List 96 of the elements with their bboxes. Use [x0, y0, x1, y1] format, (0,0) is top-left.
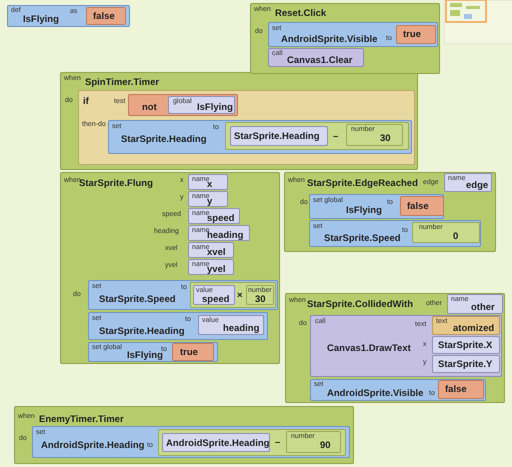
- call-block: [268, 48, 364, 67]
- block-name: StarSprite.Y: [438, 360, 492, 370]
- call-block: [310, 315, 502, 377]
- block-name: –: [275, 438, 280, 448]
- block-name: StarSprite.Speed: [99, 295, 176, 304]
- parameter-block: [188, 259, 234, 275]
- parameter-block: [188, 225, 250, 241]
- block-name: StarSprite.Speed: [324, 234, 401, 244]
- block-name: StarSprite.Heading: [234, 132, 320, 142]
- block-name: if: [83, 97, 89, 106]
- boolean-block: [438, 380, 484, 399]
- setter-block: [108, 120, 412, 154]
- block-name: IsFlying: [346, 206, 382, 216]
- block-name: y: [207, 197, 212, 206]
- block-name: other: [471, 303, 495, 312]
- getter-block: [162, 433, 270, 452]
- event-block: [250, 3, 440, 74]
- block-name: 0: [453, 232, 458, 242]
- boolean-block: [396, 25, 436, 44]
- block-name: StarSprite.Heading: [121, 135, 207, 144]
- getter-block: [432, 336, 500, 354]
- event-block: [284, 172, 496, 252]
- block-name: IsFlying: [23, 15, 59, 24]
- text-block: [432, 316, 500, 335]
- block-name: Canvas1.Clear: [287, 56, 352, 66]
- number-block: [246, 285, 274, 305]
- block-name: false: [445, 385, 467, 394]
- block-name: AndroidSprite.Visible: [327, 389, 424, 398]
- block-name: atomized: [453, 324, 494, 334]
- block-name: not: [142, 103, 157, 112]
- block-name: x: [207, 180, 212, 190]
- parameter-block: [188, 191, 228, 207]
- block-name: xvel: [207, 248, 226, 258]
- math-block: [225, 122, 409, 150]
- block-name: yvel: [207, 265, 226, 274]
- math-block: [190, 282, 276, 308]
- event-block: [60, 72, 418, 170]
- block-name: SpinTimer.Timer: [85, 78, 160, 88]
- block-name: true: [180, 348, 198, 358]
- block-name: speed: [202, 295, 230, 304]
- parameter-block: [188, 208, 240, 224]
- setter-block: [88, 280, 278, 310]
- block-name: IsFlying: [197, 103, 233, 112]
- getter-block: [432, 355, 500, 373]
- variable-definition-block: [7, 5, 130, 27]
- setter-block: [88, 342, 218, 362]
- event-block: [285, 293, 505, 403]
- math-block: [158, 429, 346, 456]
- setter-block: [309, 220, 481, 247]
- boolean-block: [172, 343, 214, 361]
- boolean-block: [400, 196, 444, 216]
- block-name: AndroidSprite.Heading: [166, 439, 270, 448]
- parameter-block: [447, 294, 503, 314]
- event-block: [14, 406, 354, 464]
- number-block: [412, 222, 480, 243]
- setter-block: [309, 194, 444, 219]
- block-name: StarSprite.X: [438, 341, 492, 350]
- setter-block: [268, 22, 438, 47]
- block-name: AndroidSprite.Heading: [41, 441, 144, 450]
- getter-block: [168, 96, 235, 114]
- block-name: false: [93, 12, 115, 22]
- setter-block: [32, 426, 350, 458]
- block-name: 30: [255, 295, 266, 304]
- getter-block: [193, 285, 235, 305]
- block-name: true: [403, 30, 421, 40]
- number-block: [286, 431, 341, 453]
- setter-block: [310, 379, 486, 401]
- block-name: edge: [466, 181, 488, 190]
- not-block: [128, 94, 238, 116]
- event-block: [60, 172, 280, 364]
- block-name: ×: [237, 291, 243, 300]
- parameter-block: [188, 242, 234, 258]
- getter-block: [198, 315, 264, 335]
- block-name: Canvas1.DrawText: [327, 344, 411, 354]
- setter-block: [88, 312, 268, 340]
- block-name: false: [407, 202, 429, 212]
- block-name: –: [333, 132, 338, 142]
- block-name: 30: [380, 134, 391, 144]
- boolean-block: [86, 7, 126, 25]
- if-block: [78, 90, 415, 165]
- block-name: speed: [207, 214, 234, 224]
- parameter-block: [444, 173, 492, 192]
- number-block: [346, 124, 403, 146]
- block-name: heading: [207, 231, 244, 240]
- block-name: AndroidSprite.Visible: [281, 35, 378, 44]
- parameter-block: [188, 174, 228, 190]
- block-name: StarSprite.CollidedWith: [307, 300, 414, 310]
- block-name: heading: [223, 324, 260, 334]
- block-name: StarSprite.EdgeReached: [307, 179, 418, 188]
- block-name: StarSprite.Flung: [79, 179, 153, 188]
- block-name: 90: [320, 441, 331, 450]
- block-name: IsFlying: [127, 351, 163, 360]
- getter-block: [230, 126, 328, 146]
- block-name: StarSprite.Heading: [99, 327, 185, 336]
- block-name: Reset.Click: [275, 9, 326, 18]
- block-name: EnemyTimer.Timer: [39, 415, 124, 424]
